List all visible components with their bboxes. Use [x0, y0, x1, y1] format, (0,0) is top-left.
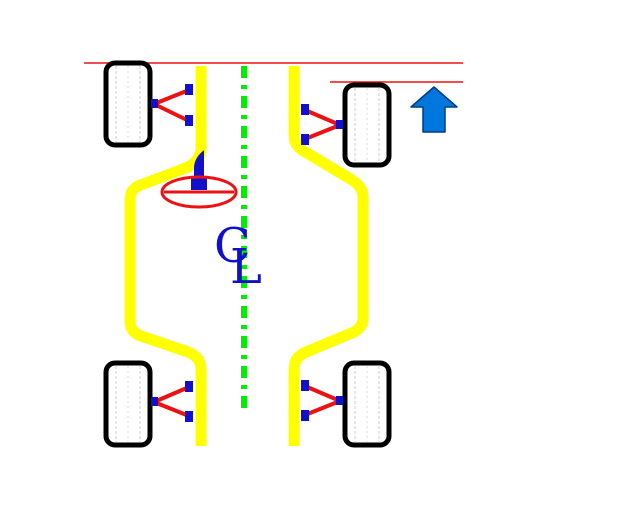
- rear-right-control-arm: [301, 380, 343, 421]
- rear-left-control-arm: [151, 381, 193, 422]
- centerline-symbol-l: L: [230, 239, 262, 295]
- right-frame-rail: [288, 66, 369, 446]
- up-arrow-icon: [410, 86, 458, 133]
- front-right-control-arm: [301, 104, 343, 145]
- left-frame-rail: [124, 66, 207, 446]
- centerline-symbol-c: C: [214, 218, 251, 274]
- front-left-wheel-icon: [103, 60, 153, 148]
- front-right-wheel-icon: [342, 82, 392, 168]
- steering-column-base: [191, 176, 207, 190]
- rear-left-wheel-icon: [103, 360, 153, 448]
- front-left-control-arm: [151, 84, 193, 126]
- rear-right-wheel-icon: [342, 360, 392, 448]
- steering-wheel-icon: [160, 175, 238, 209]
